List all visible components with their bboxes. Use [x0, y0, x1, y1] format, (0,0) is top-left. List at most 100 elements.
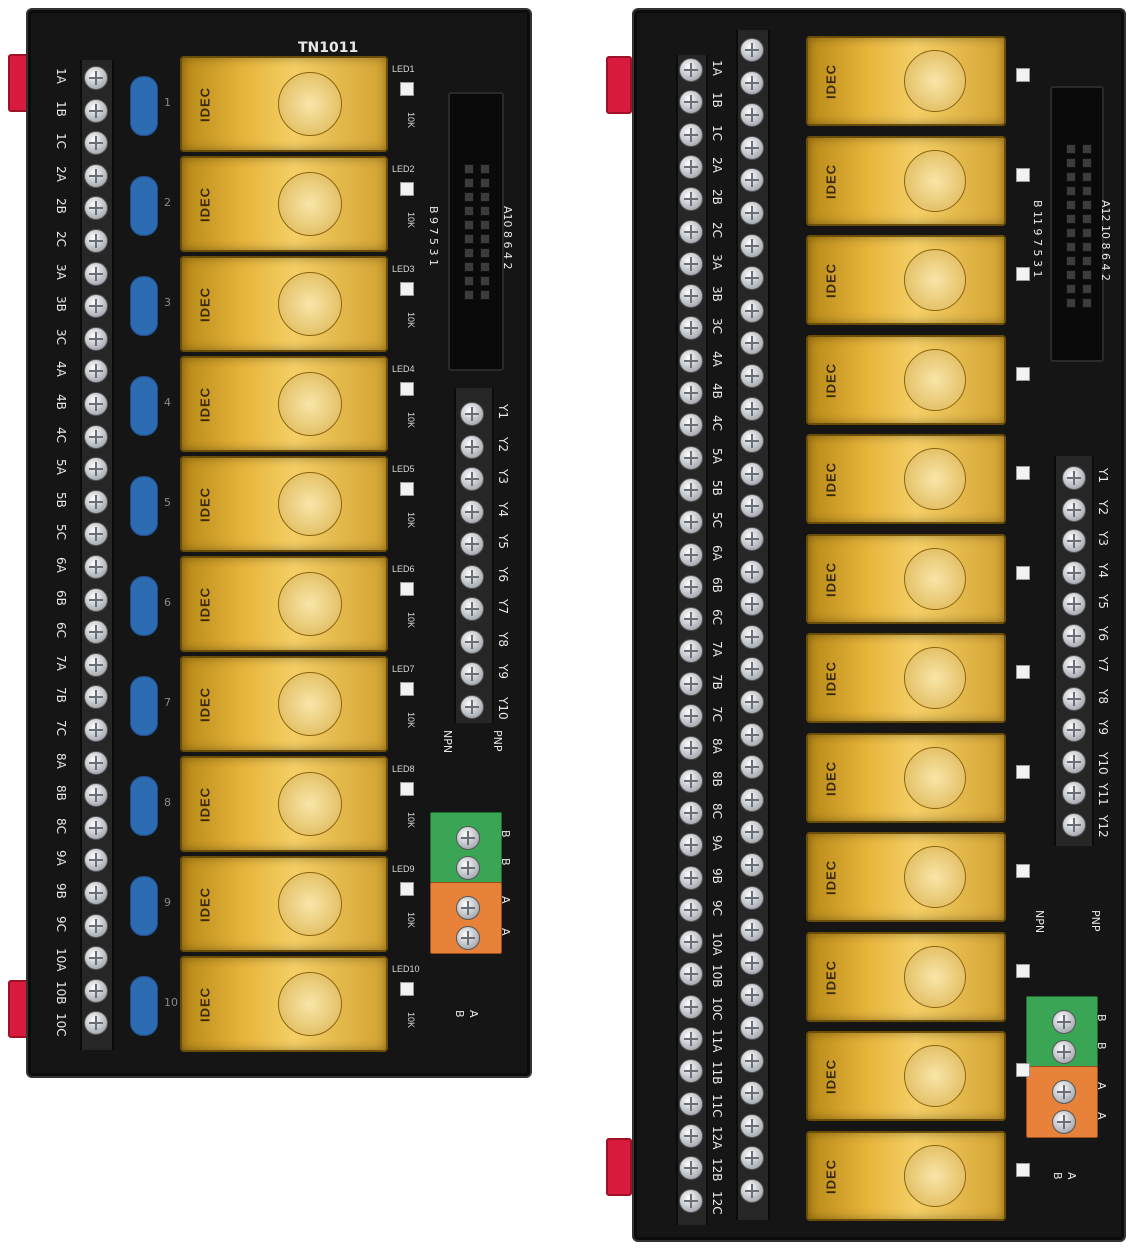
right-output-screw[interactable] [1062, 655, 1086, 679]
right-inner-terminal-screw[interactable] [740, 592, 764, 617]
right-inner-terminal-screw[interactable] [740, 787, 764, 812]
right-inner-terminal-screw[interactable] [740, 1081, 764, 1106]
left-terminal-screw[interactable] [84, 457, 108, 482]
left-terminal-screw[interactable] [84, 750, 108, 775]
left-output-screw[interactable] [460, 434, 484, 459]
right-outer-terminal-screw[interactable] [679, 768, 703, 793]
right-outer-terminal-screw[interactable] [679, 994, 703, 1019]
left-terminal-screw[interactable] [84, 261, 108, 286]
left-terminal-screw[interactable] [84, 913, 108, 938]
right-output-screw[interactable] [1062, 812, 1086, 837]
left-output-screw[interactable] [460, 564, 484, 589]
right-inner-terminal-screw[interactable] [740, 755, 764, 780]
left-terminal-screw[interactable] [84, 1011, 108, 1036]
left-terminal-screw[interactable] [84, 978, 108, 1003]
right-output-screw[interactable] [1062, 718, 1086, 742]
left-terminal-screw[interactable] [84, 424, 108, 449]
left-terminal-screw[interactable] [84, 881, 108, 905]
right-inner-terminal-screw[interactable] [740, 1113, 764, 1138]
right-inner-terminal-screw[interactable] [740, 1146, 764, 1171]
right-inner-terminal-screw[interactable] [740, 820, 764, 845]
right-green-screw-1[interactable] [1052, 1010, 1076, 1034]
left-output-screw[interactable] [460, 662, 484, 686]
left-orange-screw-2[interactable] [456, 926, 480, 950]
right-output-screw[interactable] [1062, 749, 1086, 774]
left-output-screw[interactable] [460, 629, 484, 654]
right-inner-terminal-screw[interactable] [740, 559, 764, 584]
right-inner-terminal-screw[interactable] [740, 103, 764, 128]
right-output-screw[interactable] [1062, 529, 1086, 553]
right-outer-terminal-screw[interactable] [679, 187, 703, 212]
left-terminal-screw[interactable] [84, 229, 108, 253]
right-inner-terminal-screw[interactable] [740, 135, 764, 160]
left-terminal-screw[interactable] [84, 163, 108, 188]
left-terminal-screw[interactable] [84, 783, 108, 808]
left-terminal-screw[interactable] [84, 359, 108, 384]
right-inner-terminal-screw[interactable] [740, 429, 764, 454]
right-outer-terminal-screw[interactable] [679, 316, 703, 341]
left-output-screw[interactable] [460, 694, 484, 719]
right-outer-terminal-screw[interactable] [679, 1188, 703, 1213]
right-outer-terminal-screw[interactable] [679, 58, 703, 82]
right-output-screw[interactable] [1062, 623, 1086, 648]
right-inner-terminal-screw[interactable] [740, 690, 764, 714]
right-outer-terminal-screw[interactable] [679, 122, 703, 147]
right-outer-terminal-screw[interactable] [679, 154, 703, 179]
right-inner-terminal-screw[interactable] [740, 201, 764, 225]
left-terminal-screw[interactable] [84, 196, 108, 221]
left-terminal-screw[interactable] [84, 946, 108, 971]
right-outer-terminal-screw[interactable] [679, 477, 703, 502]
right-inner-terminal-screw[interactable] [740, 70, 764, 95]
right-output-screw[interactable] [1062, 466, 1086, 490]
right-outer-terminal-screw[interactable] [679, 219, 703, 244]
left-terminal-screw[interactable] [84, 98, 108, 123]
left-terminal-screw[interactable] [84, 652, 108, 677]
right-inner-terminal-screw[interactable] [740, 233, 764, 258]
right-outer-terminal-screw[interactable] [679, 897, 703, 922]
right-outer-terminal-screw[interactable] [679, 1123, 703, 1148]
right-outer-terminal-screw[interactable] [679, 542, 703, 567]
right-inner-terminal-screw[interactable] [740, 38, 764, 62]
right-outer-terminal-screw[interactable] [679, 574, 703, 599]
right-output-screw[interactable] [1062, 781, 1086, 805]
right-orange-screw-1[interactable] [1052, 1080, 1076, 1104]
left-terminal-screw[interactable] [84, 848, 108, 873]
left-output-screw[interactable] [460, 499, 484, 524]
right-outer-terminal-screw[interactable] [679, 639, 703, 664]
right-output-screw[interactable] [1062, 560, 1086, 585]
left-terminal-screw[interactable] [84, 718, 108, 742]
right-outer-terminal-screw[interactable] [679, 445, 703, 470]
right-inner-terminal-screw[interactable] [740, 461, 764, 486]
right-outer-terminal-screw[interactable] [679, 962, 703, 987]
right-inner-terminal-screw[interactable] [740, 950, 764, 975]
right-inner-terminal-screw[interactable] [740, 918, 764, 943]
right-inner-terminal-screw[interactable] [740, 331, 764, 356]
left-terminal-screw[interactable] [84, 685, 108, 710]
right-output-screw[interactable] [1062, 497, 1086, 522]
right-inner-terminal-screw[interactable] [740, 298, 764, 323]
right-outer-terminal-screw[interactable] [679, 865, 703, 890]
left-output-screw[interactable] [460, 597, 484, 621]
right-inner-terminal-screw[interactable] [740, 983, 764, 1008]
left-terminal-screw[interactable] [84, 294, 108, 319]
right-inner-terminal-screw[interactable] [740, 494, 764, 519]
right-inner-terminal-screw[interactable] [740, 1179, 764, 1203]
right-output-screw[interactable] [1062, 686, 1086, 711]
right-outer-terminal-screw[interactable] [679, 1027, 703, 1051]
right-outer-terminal-screw[interactable] [679, 833, 703, 858]
left-terminal-screw[interactable] [84, 66, 108, 90]
left-terminal-screw[interactable] [84, 815, 108, 840]
right-inner-terminal-screw[interactable] [740, 722, 764, 747]
right-inner-terminal-screw[interactable] [740, 853, 764, 877]
right-outer-terminal-screw[interactable] [679, 381, 703, 405]
left-green-screw-1[interactable] [456, 826, 480, 850]
right-outer-terminal-screw[interactable] [679, 413, 703, 438]
right-outer-terminal-screw[interactable] [679, 800, 703, 825]
right-outer-terminal-screw[interactable] [679, 284, 703, 309]
left-green-screw-2[interactable] [456, 856, 480, 880]
right-inner-terminal-screw[interactable] [740, 624, 764, 649]
right-inner-terminal-screw[interactable] [740, 266, 764, 291]
right-inner-terminal-screw[interactable] [740, 527, 764, 551]
right-outer-terminal-screw[interactable] [679, 510, 703, 535]
right-green-screw-2[interactable] [1052, 1040, 1076, 1064]
